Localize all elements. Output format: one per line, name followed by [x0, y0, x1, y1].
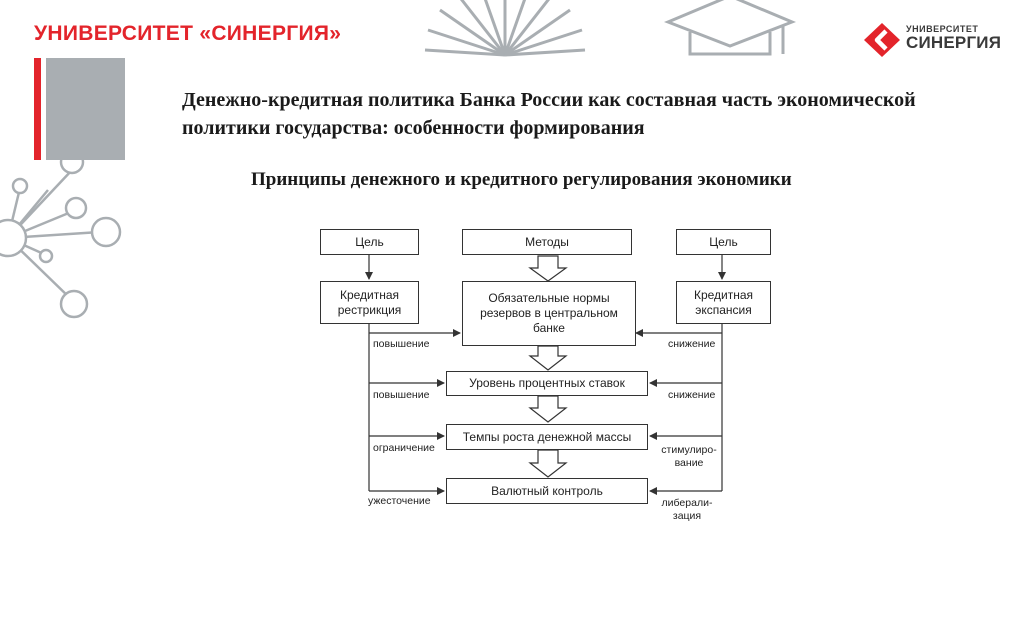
logo-big-text: СИНЕРГИЯ: [906, 33, 1002, 52]
left-label-2: повышение: [373, 389, 430, 401]
logo-small-text: УНИВЕРСИТЕТ: [906, 24, 979, 34]
block-arrow-rates: [528, 395, 568, 423]
right-label-4: либерали- зация: [661, 497, 713, 522]
interest-rates-box: Уровень процентных ставок: [446, 371, 648, 396]
left-label-4: ужесточение: [368, 495, 431, 507]
money-supply-box: Темпы роста денежной массы: [446, 424, 648, 450]
brand-name: УНИВЕРСИТЕТ «СИНЕРГИЯ»: [34, 22, 342, 45]
goal-right-box: Цель: [676, 229, 771, 255]
right-label-3: стимулиро- вание: [661, 444, 717, 469]
block-arrow-methods: [528, 255, 568, 282]
right-label-1: снижение: [668, 338, 716, 350]
slide-title: Денежно-кредитная политика Банка России …: [182, 89, 916, 139]
gray-block: [46, 58, 125, 160]
graduation-cap-decoration: [663, 0, 797, 56]
synergy-logo: УНИВЕРСИТЕТ СИНЕРГИЯ: [862, 22, 1002, 58]
methods-box: Методы: [462, 229, 632, 255]
credit-restriction-box: Кредитная рестрикция: [320, 281, 419, 324]
left-label-1: повышение: [373, 338, 430, 350]
reserve-norms-box: Обязательные нормы резервов в центрально…: [462, 281, 636, 346]
block-arrow-reserves: [528, 345, 568, 371]
accent-bar: [34, 58, 41, 160]
block-arrow-money: [528, 449, 568, 478]
slide-subtitle: Принципы денежного и кредитного регулиро…: [251, 169, 792, 190]
currency-control-box: Валютный контроль: [446, 478, 648, 504]
sunburst-decoration: [424, 0, 586, 57]
left-label-3: ограничение: [373, 442, 435, 454]
credit-expansion-box: Кредитная экспансия: [676, 281, 771, 324]
goal-left-box: Цель: [320, 229, 419, 255]
logo-mark-icon: [864, 23, 900, 57]
right-label-2: снижение: [668, 389, 716, 401]
